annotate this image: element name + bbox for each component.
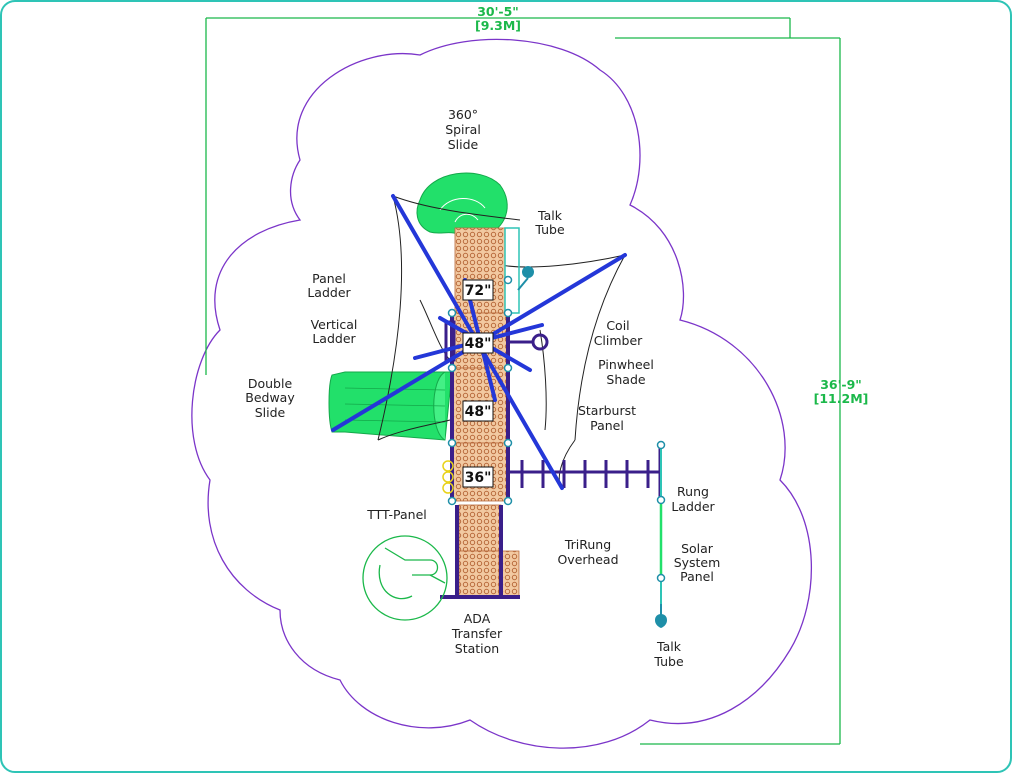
svg-text:TriRung: TriRung	[564, 537, 611, 552]
ttt-panel-shape	[362, 535, 448, 621]
label-rung-ladder: Rung Ladder	[671, 484, 715, 514]
svg-text:TTT-Panel: TTT-Panel	[366, 507, 427, 522]
label-ttt-panel: TTT-Panel	[366, 507, 427, 522]
spiral-slide-shape	[416, 172, 508, 236]
deck-height-tag-4: 36"	[462, 466, 494, 488]
label-360-spiral-slide: 360° Spiral Slide	[445, 107, 481, 152]
svg-text:Spiral: Spiral	[445, 122, 481, 137]
svg-text:Vertical: Vertical	[311, 317, 358, 332]
svg-text:Shade: Shade	[606, 372, 645, 387]
label-trirung-overhead: TriRung Overhead	[557, 537, 618, 567]
talk-tube-bottom-icon	[655, 604, 667, 628]
width-dimension-metric: [9.3M]	[475, 18, 521, 33]
label-talk-tube-bottom: Talk Tube	[653, 639, 684, 669]
depth-dimension-metric: [11.2M]	[814, 391, 869, 406]
svg-text:Talk: Talk	[656, 639, 682, 654]
deck-height-tag-1: 72"	[462, 279, 494, 301]
use-zone-outline	[191, 38, 812, 749]
svg-text:ADA: ADA	[464, 611, 491, 626]
rung-ladder-shape	[656, 440, 666, 615]
svg-text:Rung: Rung	[677, 484, 709, 499]
svg-text:Panel: Panel	[590, 418, 624, 433]
label-double-bedway-slide: Double Bedway Slide	[245, 376, 295, 420]
svg-text:Panel: Panel	[680, 569, 714, 584]
label-pinwheel-shade: Pinwheel Shade	[598, 357, 654, 387]
width-dimension-lines	[205, 17, 791, 375]
svg-text:Transfer: Transfer	[451, 626, 503, 641]
label-panel-ladder: Panel Ladder	[307, 271, 351, 300]
svg-text:Pinwheel: Pinwheel	[598, 357, 654, 372]
deck-height-label: 36"	[465, 470, 492, 486]
svg-text:Talk: Talk	[537, 208, 563, 223]
svg-text:Climber: Climber	[594, 333, 643, 348]
svg-text:Slide: Slide	[448, 137, 479, 152]
deck-height-tag-3: 48"	[462, 400, 494, 422]
svg-text:Station: Station	[455, 641, 499, 656]
label-ada-transfer-station: ADA Transfer Station	[451, 611, 503, 656]
svg-text:Ladder: Ladder	[307, 285, 351, 300]
svg-text:System: System	[674, 555, 721, 570]
svg-text:Tube: Tube	[653, 654, 684, 669]
svg-text:Panel: Panel	[312, 271, 346, 286]
label-talk-tube-top: Talk Tube	[534, 208, 565, 237]
deck-height-label: 48"	[465, 404, 492, 420]
svg-text:Coil: Coil	[606, 318, 629, 333]
svg-text:Ladder: Ladder	[671, 499, 715, 514]
panel-ring-handles	[442, 460, 454, 494]
width-dimension-label: 30'-5"	[477, 4, 519, 19]
double-bedway-slide-shape	[328, 371, 453, 441]
deck-height-label: 72"	[465, 283, 492, 299]
coil-climber-shape	[508, 333, 549, 351]
label-solar-system-panel: Solar System Panel	[674, 541, 721, 584]
deck-height-tag-2: 48"	[462, 332, 494, 354]
ada-step-lower	[458, 550, 502, 598]
svg-text:Double: Double	[248, 376, 293, 391]
svg-text:Slide: Slide	[255, 405, 286, 420]
label-starburst-panel: Starburst Panel	[578, 403, 636, 433]
svg-text:Tube: Tube	[534, 222, 565, 237]
svg-text:Starburst: Starburst	[578, 403, 636, 418]
talk-tube-top-icon	[517, 266, 534, 291]
label-vertical-ladder: Vertical Ladder	[311, 317, 358, 346]
svg-text:360°: 360°	[448, 107, 478, 122]
depth-dimension-lines	[615, 37, 841, 745]
svg-text:Ladder: Ladder	[312, 331, 356, 346]
ada-step-upper	[458, 504, 502, 552]
svg-text:Overhead: Overhead	[557, 552, 618, 567]
structure-connectors	[447, 275, 513, 506]
deck-height-label: 48"	[465, 336, 492, 352]
svg-text:Bedway: Bedway	[245, 390, 295, 405]
label-coil-climber: Coil Climber	[594, 318, 643, 348]
depth-dimension-label: 36'-9"	[820, 377, 862, 392]
svg-text:Solar: Solar	[681, 541, 714, 556]
